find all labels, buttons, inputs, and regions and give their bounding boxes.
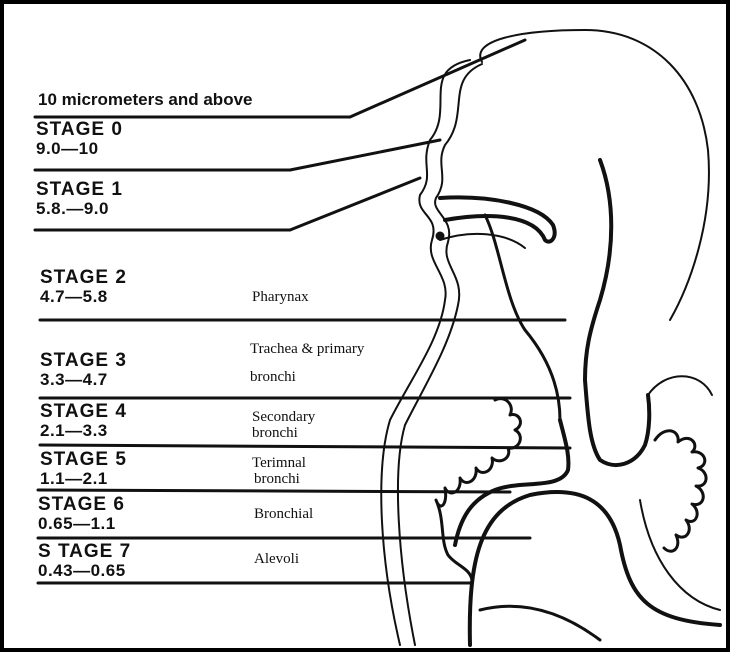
region-terminal-line1: Terimnal: [252, 456, 306, 472]
stage-2-range: 4.7—5.8: [40, 288, 127, 305]
leader-stage-5: [38, 490, 510, 492]
stage-4-label: STAGE 4 2.1—3.3: [40, 402, 127, 439]
region-pharynx: Pharynax: [252, 290, 309, 306]
stage-4-title: STAGE 4: [40, 401, 127, 422]
stage-3-range: 3.3—4.7: [40, 371, 127, 388]
stage-5-range: 1.1—2.1: [40, 470, 127, 487]
trachea-right: [585, 380, 649, 465]
stage-2-label: STAGE 2 4.7—5.8: [40, 268, 127, 305]
stage-6-range: 0.65—1.1: [38, 515, 125, 532]
head-outline: [480, 30, 709, 320]
stage-1-title: STAGE 1: [36, 179, 123, 200]
bronchial-tree-right: [655, 431, 706, 551]
stage-2-title: STAGE 2: [40, 267, 127, 288]
region-secondary-line1: Secondary: [252, 410, 315, 426]
stage-3-title: STAGE 3: [40, 350, 127, 371]
heart-outline: [470, 492, 720, 645]
top-label-10um: 10 micrometers and above: [38, 90, 252, 110]
leader-stage-0-diag: [290, 140, 440, 170]
stage-3-label: STAGE 3 3.3—4.7: [40, 351, 127, 388]
diaphragm-line: [480, 606, 600, 640]
stage-7-range: 0.43—0.65: [38, 562, 131, 579]
lower-lobe-line: [640, 500, 720, 610]
region-trachea-line1: Trachea & primary: [250, 342, 364, 358]
right-lung-outline: [648, 376, 712, 395]
leader-stage-1-diag: [290, 178, 420, 230]
region-alveoli: Alevoli: [254, 552, 299, 568]
region-terminal-line2: bronchi: [254, 472, 300, 488]
stage-6-title: STAGE 6: [38, 494, 125, 515]
region-bronchial: Bronchial: [254, 507, 313, 523]
region-trachea-line2: bronchi: [250, 370, 296, 386]
leader-10um-diag: [350, 40, 525, 117]
stage-6-label: STAGE 6 0.65—1.1: [38, 495, 125, 532]
stage-7-label: S TAGE 7 0.43—0.65: [38, 542, 131, 579]
trachea-left: [455, 420, 568, 545]
stage-5-label: STAGE 5 1.1—2.1: [40, 450, 127, 487]
stage-4-range: 2.1—3.3: [40, 422, 127, 439]
throat-back-wall: [585, 160, 611, 380]
uvula-dot: [436, 232, 444, 240]
stage-0-range: 9.0—10: [36, 140, 123, 157]
stage-0-label: STAGE 0 9.0—10: [36, 120, 123, 157]
leader-stage-4: [40, 445, 570, 448]
stage-5-title: STAGE 5: [40, 449, 127, 470]
stage-0-title: STAGE 0: [36, 119, 123, 140]
region-secondary-line2: bronchi: [252, 426, 298, 442]
stage-1-label: STAGE 1 5.8.—9.0: [36, 180, 123, 217]
stage-7-title: S TAGE 7: [38, 541, 131, 562]
stage-1-range: 5.8.—9.0: [36, 200, 123, 217]
face-profile-inner: [398, 64, 482, 645]
oral-cavity: [440, 234, 525, 248]
